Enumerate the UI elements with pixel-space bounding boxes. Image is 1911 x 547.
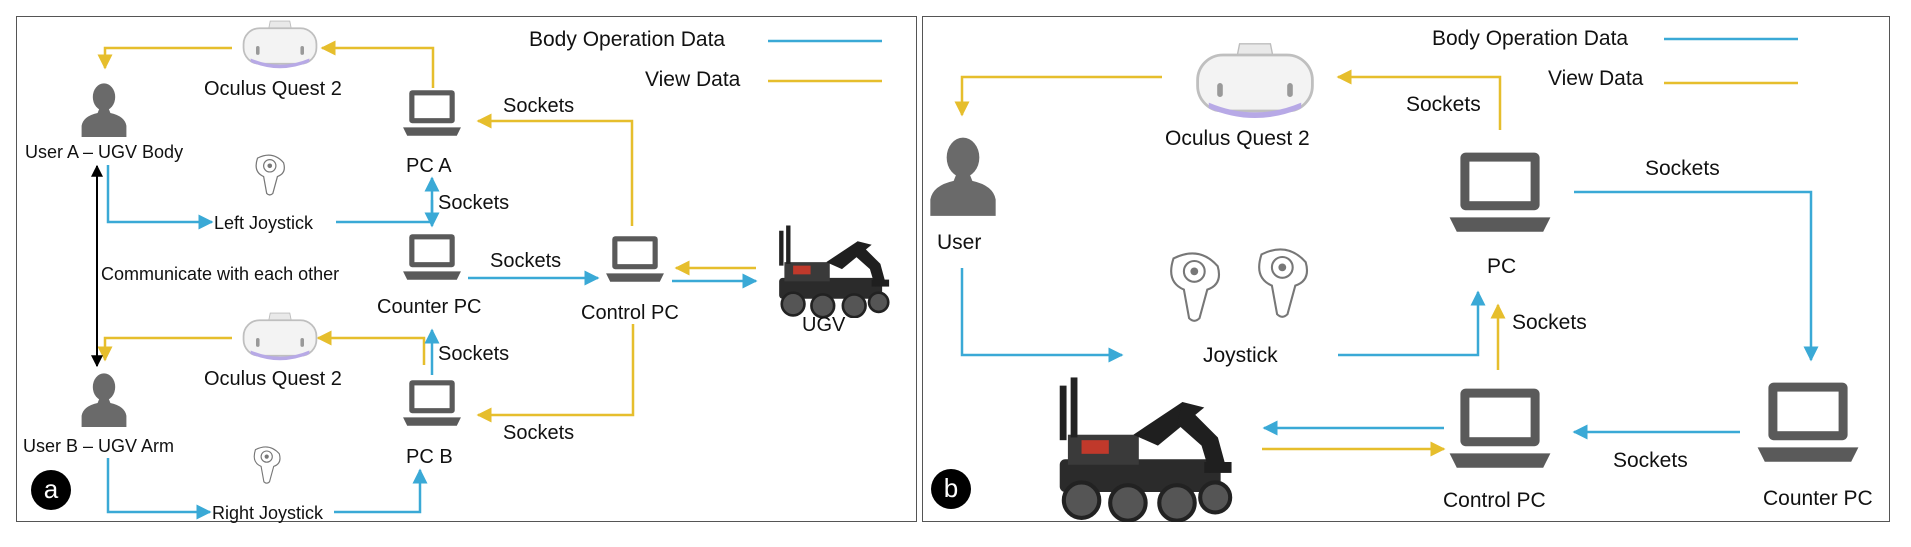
panel-a [16, 16, 917, 522]
sockets-b-label-4: Sockets [1613, 449, 1688, 472]
user-b-icon [81, 373, 127, 427]
sockets-b-label-2: Sockets [1645, 157, 1720, 180]
joystick-left-icon [1170, 252, 1221, 322]
headset-b-label: Oculus Quest 2 [1165, 127, 1310, 150]
sockets-label-1: Sockets [503, 95, 575, 117]
sockets-b-label-1: Sockets [1406, 93, 1481, 116]
legend-b-view-label: View Data [1548, 67, 1644, 90]
ugv-icon [777, 223, 891, 318]
headset-bottom-icon [242, 312, 318, 362]
counter-pc-icon [403, 234, 461, 280]
sockets-label-3: Sockets [490, 250, 562, 272]
joystick-label: Joystick [1203, 344, 1278, 367]
joystick-right-icon [1258, 248, 1309, 318]
user-a-icon [81, 83, 127, 137]
user-b-label: User B – UGV Arm [23, 436, 175, 456]
control-pc-label: Control PC [581, 302, 679, 324]
user-b-panel-icon [930, 137, 996, 216]
panel-b-body-arrows [960, 190, 1819, 440]
pc-a-label: PC A [406, 155, 452, 177]
counter-pc-b-label: Counter PC [1763, 487, 1873, 510]
headset-top-label: Oculus Quest 2 [204, 78, 342, 100]
communicate-label: Communicate with each other [101, 264, 340, 284]
left-joystick-icon [255, 154, 286, 196]
pc-b-label: PC B [406, 446, 453, 468]
user-a-label: User A – UGV Body [25, 142, 184, 162]
legend-view-label: View Data [645, 68, 741, 91]
control-pc-icon [606, 236, 664, 282]
legend-b-body-operation-label: Body Operation Data [1432, 27, 1629, 50]
pc-b-icon [403, 380, 461, 426]
panel-a-view-arrows [97, 40, 756, 423]
left-joystick-label: Left Joystick [214, 213, 314, 233]
panel-b-badge: b [931, 469, 971, 509]
pc-label: PC [1487, 255, 1517, 278]
pc-b-panel-icon [1449, 152, 1551, 232]
ugv-label: UGV [802, 314, 846, 336]
counter-pc-b-icon [1757, 382, 1859, 462]
right-joystick-icon [253, 446, 281, 484]
pc-a-icon [403, 90, 461, 136]
headset-b-icon [1196, 42, 1314, 120]
user-label: User [937, 231, 982, 254]
panel-a-badge: a [31, 470, 71, 510]
control-pc-b-icon [1449, 388, 1551, 468]
sockets-label-2: Sockets [438, 192, 510, 214]
headset-bottom-label: Oculus Quest 2 [204, 368, 342, 390]
right-joystick-label: Right Joystick [212, 503, 324, 523]
headset-top-icon [242, 20, 318, 70]
ugv-b-icon [1060, 377, 1232, 520]
panel-b-view-arrows [954, 69, 1506, 457]
sockets-label-5: Sockets [503, 422, 575, 444]
sockets-label-4: Sockets [438, 343, 510, 365]
sockets-b-label-3: Sockets [1512, 311, 1587, 334]
control-pc-b-label: Control PC [1443, 489, 1546, 512]
panel-a-body-arrows [106, 165, 758, 520]
counter-pc-label: Counter PC [377, 296, 482, 318]
panel-b [922, 16, 1890, 522]
legend-body-operation-label: Body Operation Data [529, 28, 726, 51]
